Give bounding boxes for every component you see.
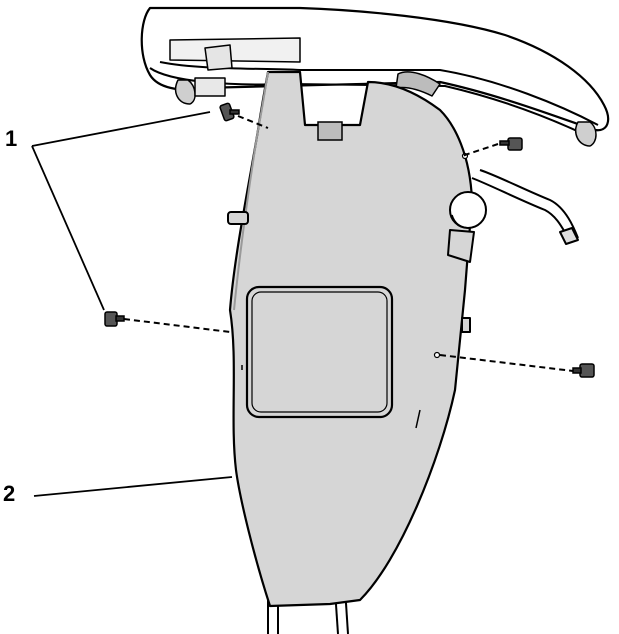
leader-lines: [31, 111, 233, 497]
side-knob: [227, 169, 579, 333]
alignment-lines: [123, 115, 574, 372]
bolt-left: [104, 311, 125, 327]
bolt-top-left: [219, 102, 240, 122]
cover-panel: [228, 70, 474, 608]
cover-inset-panel: [245, 285, 394, 419]
callout-label-bolts: 1: [5, 126, 18, 151]
bolt-right: [572, 363, 595, 378]
callout-label-cover: 2: [3, 481, 16, 506]
bolt-top-right: [499, 137, 523, 151]
handle-assembly: [140, 6, 610, 147]
